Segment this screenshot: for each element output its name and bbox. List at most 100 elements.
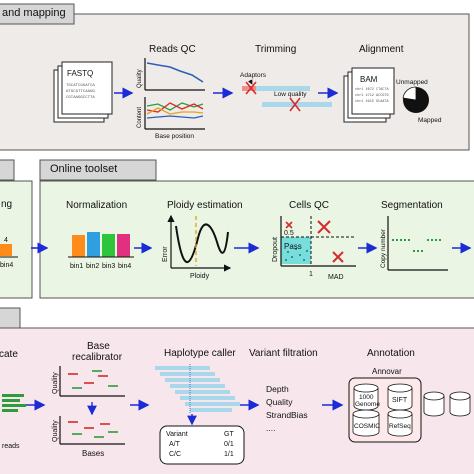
- pass-label: Pass: [284, 242, 302, 251]
- filter-item-2: Quality: [266, 397, 293, 407]
- bases-label: Bases: [82, 449, 104, 458]
- normalization-bars: [68, 232, 134, 258]
- ploidy-plot: [167, 214, 232, 272]
- segmentation-ylabel: Copy number: [380, 228, 387, 268]
- header-tab-bottom: [0, 307, 21, 329]
- base-recal-ylabel-2: Quality: [52, 420, 59, 442]
- bam-label: BAM: [360, 75, 378, 84]
- base-recal-plot-top: [59, 366, 125, 397]
- adaptor-cut-icon: [245, 81, 257, 95]
- base-recal-title-2: recalibrator: [72, 352, 123, 363]
- genotype-header-gt: GT: [224, 431, 234, 438]
- bam-line-2: chr1 4712 ACCGTG: [355, 93, 389, 98]
- bam-document-icon: [343, 67, 395, 123]
- reads-qc-title: Reads QC: [149, 44, 196, 55]
- header-mapping-label: and mapping: [2, 7, 66, 19]
- base-recal-plot-bottom: [59, 416, 125, 445]
- genotype-row-2-gt: 1/1: [224, 451, 234, 458]
- header-tab-online: [39, 159, 157, 181]
- trimming-title: Trimming: [255, 44, 296, 55]
- adaptors-label: Adaptors: [240, 72, 267, 79]
- cells-qc-tick-y: 0.5: [284, 230, 294, 237]
- ploidy-xlabel: Ploidy: [190, 273, 210, 280]
- unmapped-label: Unmapped: [396, 79, 428, 86]
- normalization-title: Normalization: [66, 200, 127, 211]
- fastq-label: FASTQ: [67, 69, 93, 78]
- annovar-label: Annovar: [372, 367, 402, 376]
- cells-qc-plot: [280, 216, 356, 267]
- alignment-title: Alignment: [359, 44, 404, 55]
- db-cosmic-label: COSMIC: [354, 423, 380, 430]
- adaptor-segment: [242, 86, 256, 91]
- low-quality-cut-icon: [289, 97, 301, 112]
- reject-icon-2: [332, 251, 344, 263]
- filter-item-3: StrandBias: [266, 410, 308, 420]
- db-cosmic-icon: [352, 409, 380, 437]
- segmentation-title: Segmentation: [381, 200, 443, 211]
- content-axis-label: Content: [137, 107, 143, 128]
- genotype-header-variant: Variant: [166, 431, 188, 438]
- left-mid-text-3: bin4: [0, 262, 13, 269]
- db-refseq-label: RefSeq: [389, 423, 411, 430]
- mapping-pie-chart: [402, 86, 429, 113]
- left-bottom-text-1: cate: [0, 349, 18, 360]
- read-bar-1: [242, 86, 310, 91]
- db-refseq-icon: [387, 409, 413, 437]
- filter-item-4: ....: [266, 423, 275, 433]
- genotype-row-2-variant: C/C: [169, 451, 181, 458]
- header-tab-mapping: [0, 3, 75, 25]
- db-extra-1-icon: [423, 391, 445, 417]
- low-quality-label: Low quality: [274, 91, 307, 98]
- db-extra-2-icon: [449, 391, 471, 417]
- base-position-label: Base position: [155, 133, 194, 140]
- read-bar-2: [262, 102, 332, 107]
- cells-qc-xlabel: MAD: [328, 274, 344, 281]
- db-genome-label: Genome: [355, 401, 380, 408]
- db-sift-label: SIFT: [392, 397, 408, 404]
- fastq-seq-3: CGTAAGGCCTTA: [66, 96, 95, 100]
- haplotype-title: Haplotype caller: [164, 348, 236, 359]
- fastq-document-icon: [53, 61, 113, 123]
- bin-label-3: bin3: [102, 263, 115, 270]
- genotype-table: [159, 425, 245, 465]
- bin-label-1: bin1: [70, 263, 83, 270]
- content-plot: [144, 97, 205, 130]
- genotype-row-1-gt: 0/1: [224, 441, 234, 448]
- reject-icon-1: [317, 220, 331, 234]
- ploidy-ylabel: Error: [162, 246, 169, 262]
- left-mid-text-1: ng: [1, 199, 12, 210]
- ploidy-title: Ploidy estimation: [167, 200, 243, 211]
- quality-plot: [144, 58, 205, 91]
- haplotype-reads: [155, 364, 240, 414]
- mapped-label: Mapped: [418, 117, 442, 124]
- fastq-seq-2: ATGCGTTCAAGG: [66, 90, 95, 94]
- panel-left-mid: [0, 180, 33, 299]
- left-mid-bar: [0, 244, 12, 256]
- left-bottom-text-2: reads: [2, 443, 20, 450]
- db-1000genome-icon: [353, 383, 379, 411]
- duplicate-reads-bars: [2, 394, 26, 412]
- cells-qc-tick-x: 1: [309, 271, 313, 278]
- base-recal-title-1: Base: [87, 341, 110, 352]
- db-1000-label: 1000: [359, 394, 374, 401]
- quality-axis-label: Quality: [137, 69, 143, 88]
- genotype-row-1-variant: A/T: [169, 441, 181, 448]
- left-mid-text-2: 4: [4, 237, 8, 244]
- cells-qc-title: Cells QC: [289, 200, 329, 211]
- bin-label-4: bin4: [118, 263, 131, 270]
- cells-qc-ylabel: Dropout: [272, 237, 279, 262]
- bam-line-3: chr1 4915 GCAATA: [355, 99, 390, 104]
- fastq-seq-1: TGCATCGGATCA: [66, 84, 95, 88]
- filter-item-1: Depth: [266, 384, 289, 394]
- bin-label-2: bin2: [86, 263, 99, 270]
- base-recal-ylabel-1: Quality: [52, 372, 59, 394]
- reject-icon-3: [285, 221, 293, 229]
- variant-filtration-title: Variant filtration: [249, 348, 318, 359]
- adaptor-pointer: [248, 79, 253, 85]
- annotation-title: Annotation: [367, 348, 415, 359]
- bam-line-1: chr1 4672 CTACTA: [355, 87, 390, 92]
- segmentation-plot: [387, 216, 448, 271]
- header-tab-left: [0, 159, 15, 181]
- header-online-toolset-label: Online toolset: [50, 163, 118, 175]
